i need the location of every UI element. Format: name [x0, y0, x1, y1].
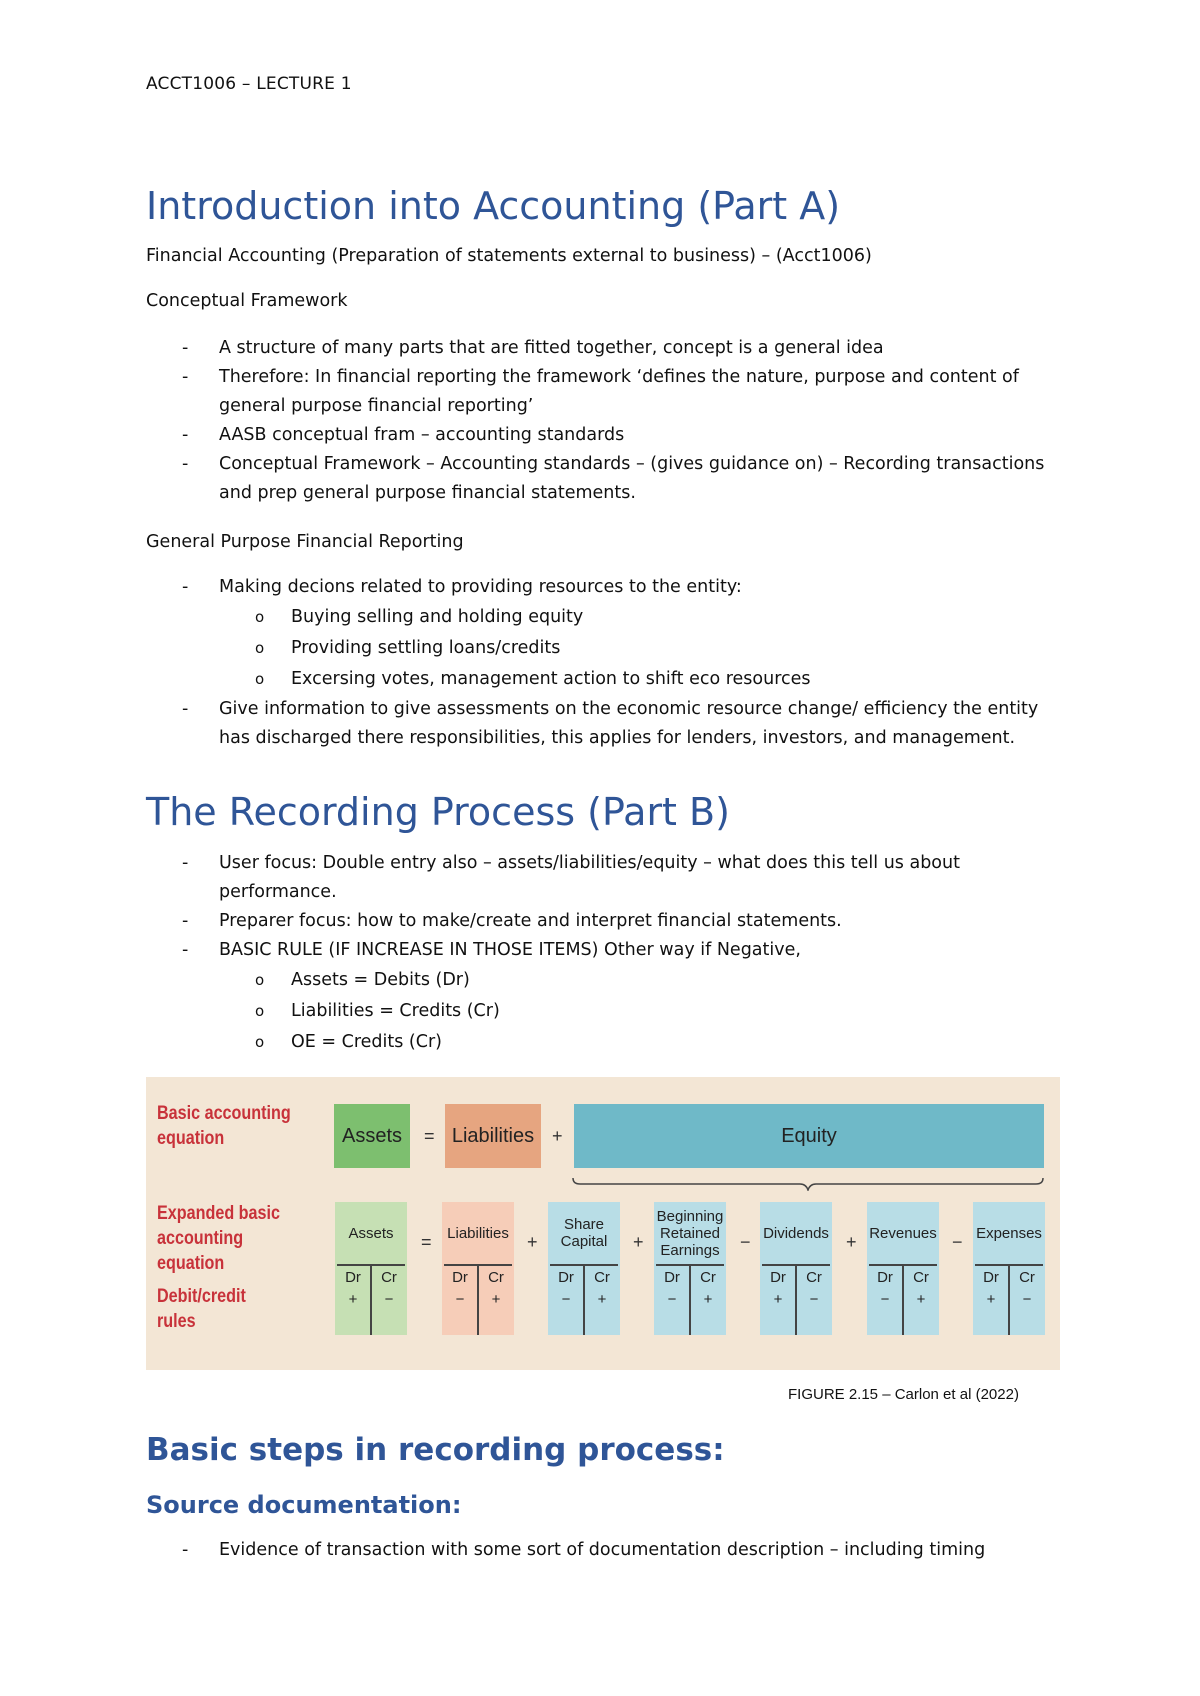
debit-credit-rules-label: Debit/credit rules	[157, 1286, 246, 1332]
dr-sign: −	[880, 1291, 890, 1308]
assets-box: Assets	[334, 1104, 410, 1168]
cr-label: Cr	[806, 1269, 822, 1286]
dr-label: Dr	[983, 1269, 999, 1286]
list-item: -BASIC RULE (IF INCREASE IN THOSE ITEMS)…	[182, 940, 801, 960]
t-account-vline	[795, 1264, 797, 1335]
dr-sign: +	[348, 1291, 358, 1308]
cr-label: Cr	[594, 1269, 610, 1286]
cr-label: Cr	[381, 1269, 397, 1286]
conceptual-framework-heading: Conceptual Framework	[146, 291, 348, 311]
list-item: -Therefore: In financial reporting the f…	[182, 367, 1019, 416]
list-item: -Evidence of transaction with some sort …	[182, 1540, 986, 1560]
cr-sign: +	[916, 1291, 926, 1308]
dr-sign: −	[561, 1291, 571, 1308]
dr-label: Dr	[345, 1269, 361, 1286]
dr-label: Dr	[770, 1269, 786, 1286]
list-item: -Give information to give assessments on…	[182, 699, 1039, 748]
expanded-equation-label: Expanded basic accounting equation	[157, 1203, 280, 1274]
equation-operator: −	[952, 1232, 963, 1252]
page-header: ACCT1006 – LECTURE 1	[146, 74, 352, 94]
figure-caption: FIGURE 2.15 – Carlon et al (2022)	[788, 1386, 1019, 1403]
t-account-vline	[1008, 1264, 1010, 1335]
cr-sign: +	[491, 1291, 501, 1308]
cr-sign: +	[703, 1291, 713, 1308]
cr-label: Cr	[913, 1269, 929, 1286]
t-account-label: Beginning Retained Earnings	[656, 1207, 724, 1259]
t-account-label: Dividends	[763, 1224, 829, 1242]
cr-label: Cr	[700, 1269, 716, 1286]
t-account-vline	[477, 1264, 479, 1335]
t-account-vline	[583, 1264, 585, 1335]
equation-operator: +	[633, 1232, 644, 1252]
list-item: -AASB conceptual fram – accounting stand…	[182, 425, 625, 445]
cr-sign: −	[384, 1291, 394, 1308]
t-account-label: Expenses	[976, 1224, 1042, 1242]
list-item: -Preparer focus: how to make/create and …	[182, 911, 842, 931]
list-item: -User focus: Double entry also – assets/…	[182, 853, 960, 902]
equation-operator: +	[527, 1232, 538, 1252]
cr-sign: −	[1022, 1291, 1032, 1308]
plus-sign: +	[552, 1126, 563, 1146]
section-b-title: The Recording Process (Part B)	[146, 790, 730, 834]
section-c-title: Basic steps in recording process:	[146, 1432, 725, 1468]
cr-sign: −	[809, 1291, 819, 1308]
cr-sign: +	[597, 1291, 607, 1308]
list-item: -A structure of many parts that are fitt…	[182, 338, 884, 358]
gpfr-heading: General Purpose Financial Reporting	[146, 532, 464, 552]
equation-operator: =	[421, 1232, 432, 1252]
basic-equation-label: Basic accounting equation	[157, 1103, 291, 1149]
liabilities-box: Liabilities	[445, 1104, 541, 1168]
source-documentation-heading: Source documentation:	[146, 1491, 462, 1519]
cr-label: Cr	[1019, 1269, 1035, 1286]
t-account-label: Assets	[348, 1224, 394, 1242]
t-account-label: Revenues	[869, 1224, 937, 1242]
dr-label: Dr	[452, 1269, 468, 1286]
list-item: -Making decions related to providing res…	[182, 577, 742, 597]
dr-sign: +	[986, 1291, 996, 1308]
dr-label: Dr	[664, 1269, 680, 1286]
equity-box: Equity	[574, 1104, 1044, 1168]
dr-sign: −	[455, 1291, 465, 1308]
equity-brace	[572, 1177, 1044, 1191]
t-account-label: Share Capital	[560, 1216, 608, 1250]
t-account-vline	[689, 1264, 691, 1335]
dr-label: Dr	[877, 1269, 893, 1286]
t-account-vline	[902, 1264, 904, 1335]
dr-sign: +	[773, 1291, 783, 1308]
dr-sign: −	[667, 1291, 677, 1308]
section-a-subtitle: Financial Accounting (Preparation of sta…	[146, 246, 872, 266]
t-account-vline	[370, 1264, 372, 1335]
list-item: -Conceptual Framework – Accounting stand…	[182, 454, 1045, 503]
cr-label: Cr	[488, 1269, 504, 1286]
t-account-label: Liabilities	[447, 1224, 509, 1242]
equation-operator: −	[740, 1232, 751, 1252]
section-a-title: Introduction into Accounting (Part A)	[146, 184, 841, 228]
equals-sign: =	[424, 1126, 435, 1146]
equation-operator: +	[846, 1232, 857, 1252]
dr-label: Dr	[558, 1269, 574, 1286]
